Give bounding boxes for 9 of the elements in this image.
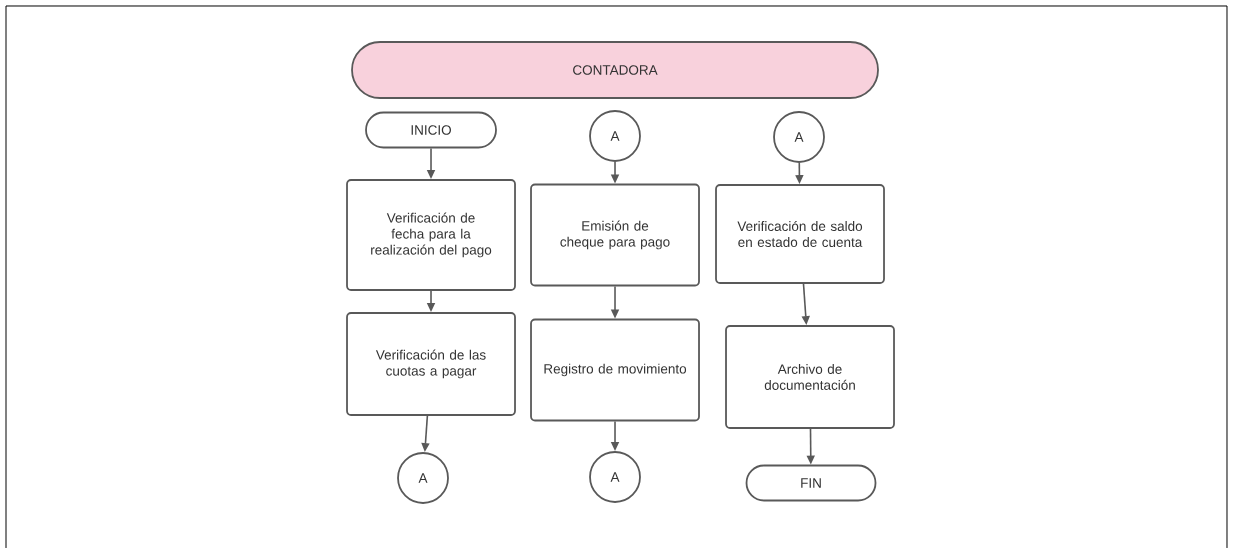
terminal-pill: INICIO: [365, 111, 497, 149]
process-box: Emisión de cheque para pago: [530, 183, 700, 287]
terminal-pill: FIN: [745, 464, 877, 502]
process-box: Verificación de saldo en estado de cuenta: [715, 184, 885, 284]
process-box: Registro de movimiento: [530, 318, 700, 422]
terminal-pill: CONTADORA: [351, 41, 879, 99]
process-box: Archivo de documentación: [725, 325, 895, 429]
process-box: Verificación de las cuotas a pagar: [346, 312, 516, 416]
process-box: Verificación de fecha para la realización del pago: [346, 179, 516, 291]
